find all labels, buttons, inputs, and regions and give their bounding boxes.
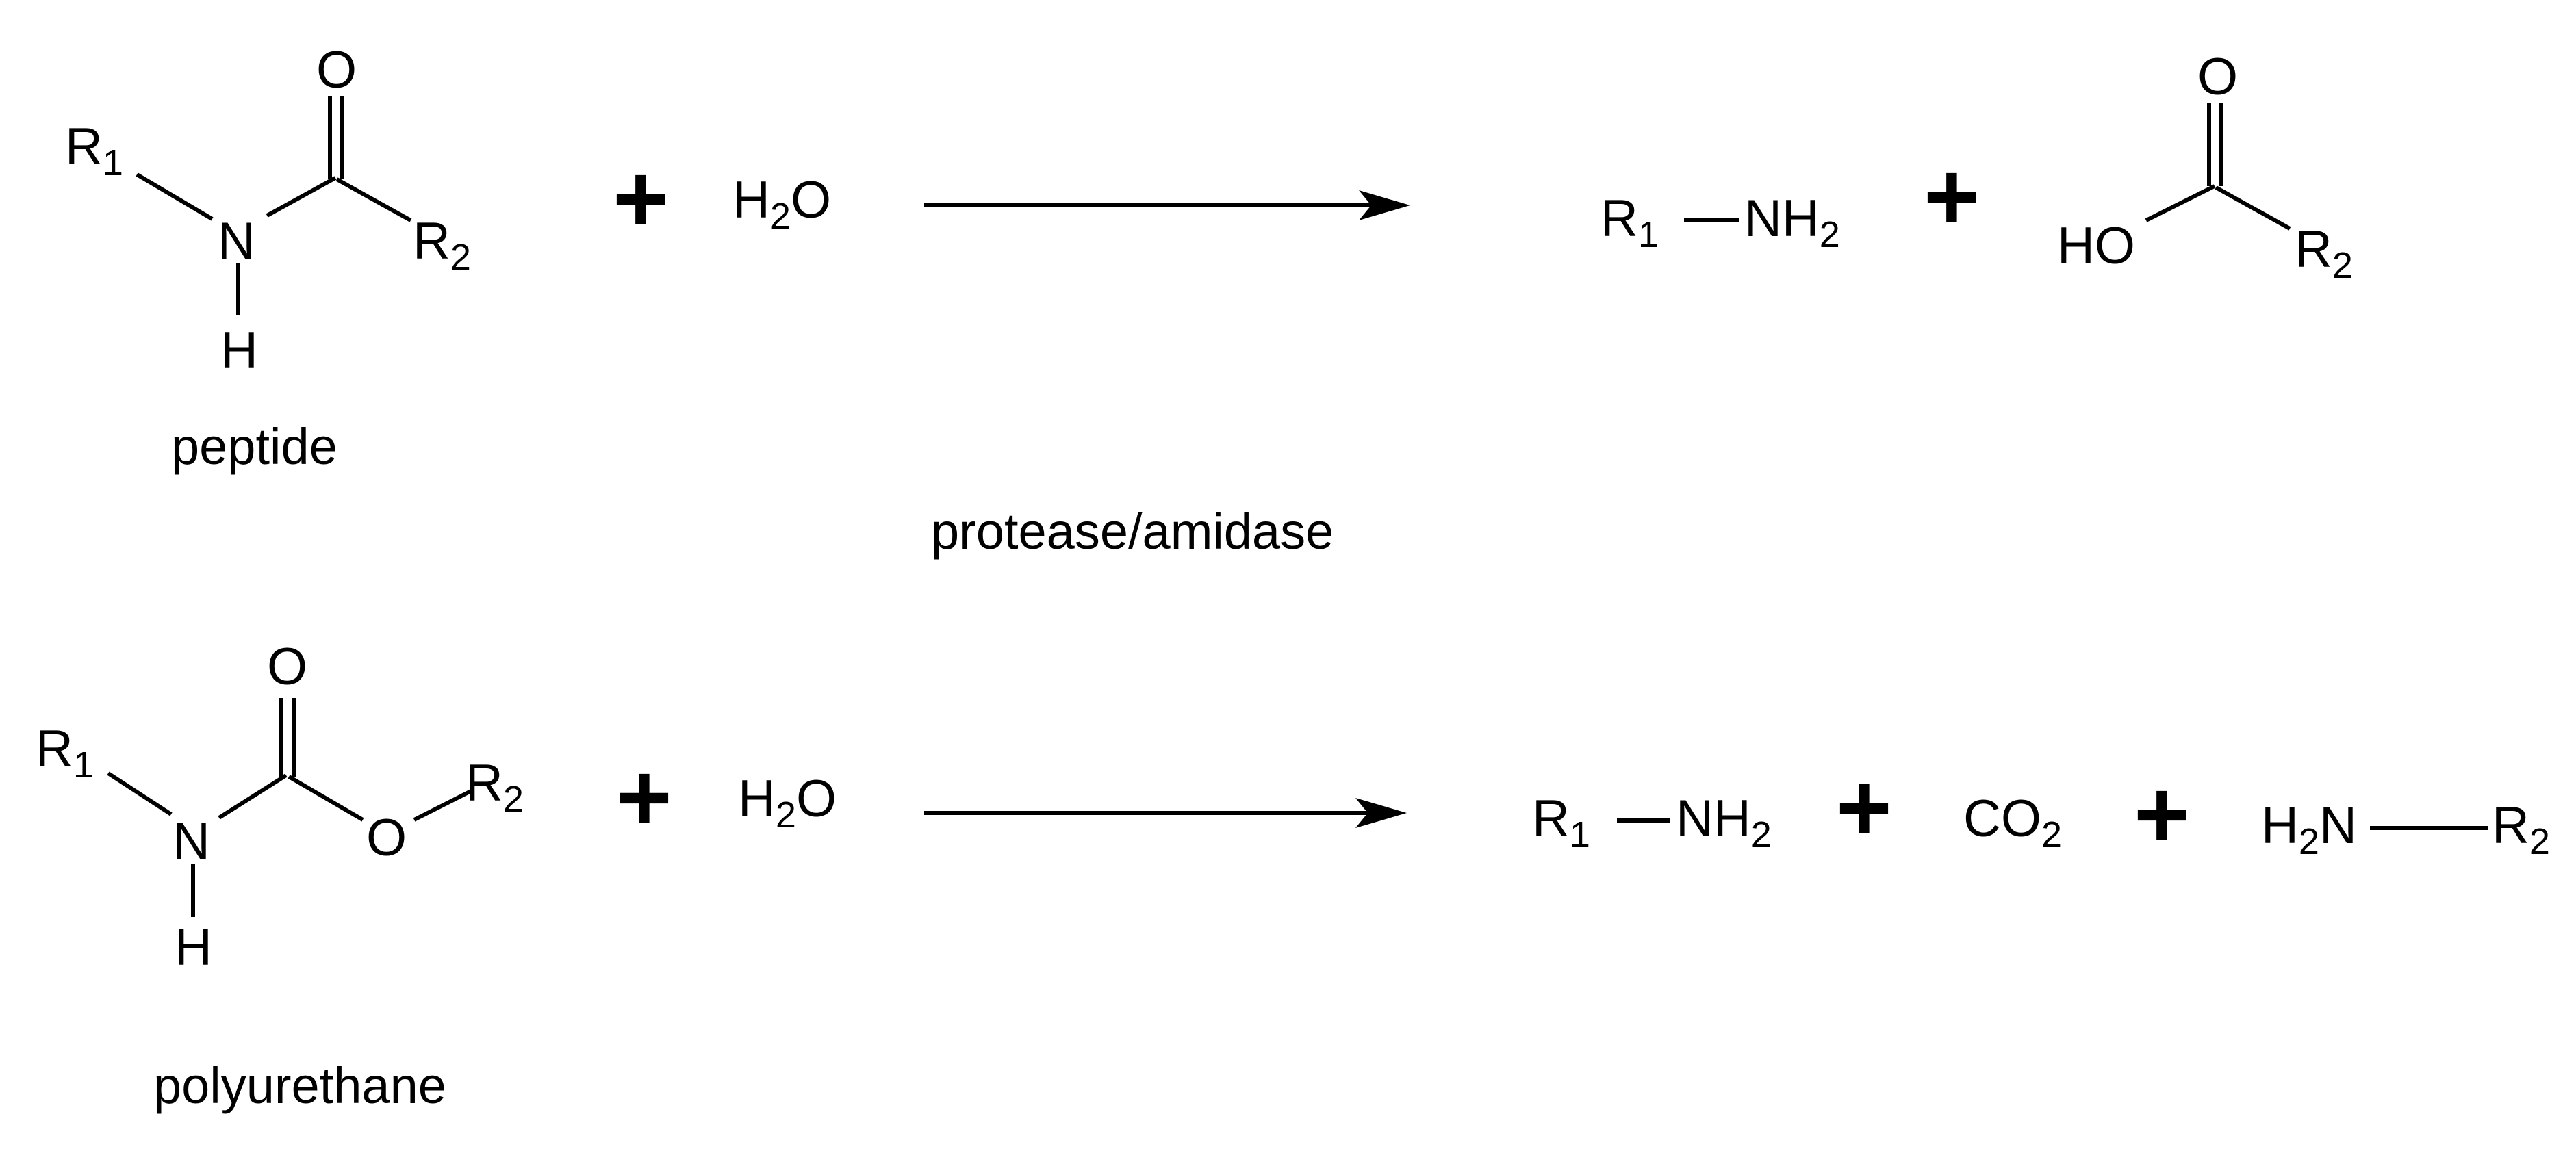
water: H2O — [732, 171, 831, 237]
plus-sign: + — [613, 144, 669, 252]
plus-sign: + — [1924, 142, 1980, 250]
bond-o-r2 — [413, 788, 474, 822]
carboxylic-acid-structure: HO O R2 — [2057, 48, 2353, 286]
atom-o-ester: O — [366, 809, 407, 867]
reaction-arrow — [924, 798, 1407, 828]
polyurethane-label: polyurethane — [153, 1057, 446, 1114]
plus-sign: + — [616, 743, 672, 851]
enzyme-label: protease/amidase — [931, 503, 1334, 560]
atom-o: O — [316, 41, 357, 99]
atom-r2: R2 — [413, 212, 471, 278]
atom-o: O — [2197, 48, 2238, 106]
atom-r1: R1 — [65, 118, 123, 183]
bond-c-o-ester — [288, 775, 364, 822]
atom-h: H — [220, 322, 258, 380]
polyurethane-reaction: R1 N H O O R2 polyurethane + H2O R1 NH2 … — [36, 638, 2550, 1114]
amine-product: R1 — [1601, 190, 1659, 255]
bond-c-r2 — [2215, 185, 2291, 231]
atom-h: H — [175, 918, 212, 977]
polyurethane-structure: R1 N H O O R2 — [36, 638, 524, 977]
plus-sign: + — [1836, 753, 1892, 861]
bond-c-r2 — [335, 177, 412, 222]
bond-o-c — [2145, 184, 2216, 222]
bond-n-c — [266, 176, 337, 218]
atom-r2: R2 — [466, 754, 524, 820]
peptide-label: peptide — [171, 418, 337, 475]
reaction-arrow — [924, 190, 1410, 220]
peptide-reaction: R1 N H O R2 peptide + H2O R1 NH2 + HO O … — [65, 41, 2353, 475]
peptide-structure: R1 N H O R2 — [65, 41, 471, 380]
water: H2O — [738, 770, 837, 836]
bond-r1-n — [107, 771, 173, 816]
plus-sign: + — [2134, 760, 2190, 868]
atom-o-carbonyl: O — [267, 638, 307, 696]
amine-product-2-r2: R2 — [2492, 797, 2550, 862]
atom-r1: R1 — [36, 720, 94, 786]
atom-r2: R2 — [2295, 220, 2353, 286]
carbon-dioxide: CO2 — [1963, 790, 2062, 855]
atom-n: N — [173, 812, 210, 870]
atom-n: N — [218, 212, 255, 270]
amine-product-1-nh2: NH2 — [1676, 790, 1772, 855]
bond-n-c — [218, 773, 288, 820]
atom-ho: HO — [2057, 217, 2135, 275]
bond-r1-n — [136, 172, 214, 221]
amine-product-1: R1 — [1532, 790, 1590, 855]
amine-product-2: H2N — [2261, 797, 2357, 862]
amine-product-nh2: NH2 — [1744, 190, 1840, 255]
